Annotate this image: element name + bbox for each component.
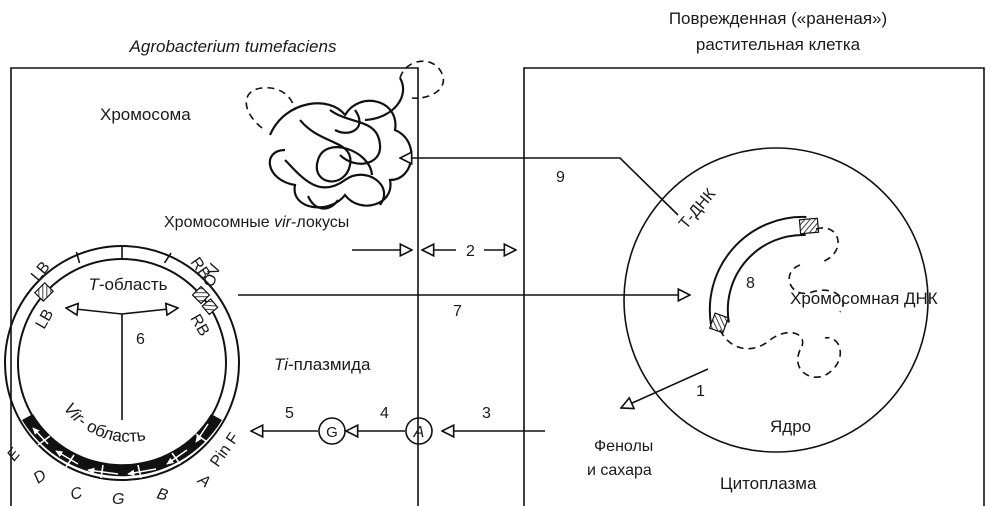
chromosome-dashed-loop [400,61,443,98]
plasmid-branch-lines [66,308,178,420]
t-dna-arc-inner [719,226,806,324]
arrow-9 [400,158,678,215]
plant-cell-title-line1: Поврежденная («раненая») [669,9,887,28]
ti-plasmid-label: Ti-плазмида [274,355,371,374]
vir-gene-g: G [112,491,124,506]
vir-gene-a: A [194,471,213,492]
chromosome-label: Хромосома [100,105,191,124]
chromosome-dashed-end [246,88,295,128]
phenols-line2: и сахара [587,462,652,479]
step-5: 5 [285,405,294,422]
step-4: 4 [380,405,389,422]
vir-loci-label: Хромосомные vir-локусы [164,214,349,231]
step-9: 9 [556,169,565,186]
step-1: 1 [696,383,705,400]
vir-region-label: Vir- область [60,399,147,446]
rb-inner-label: RB [187,312,213,340]
phenols-line1: Фенолы [594,438,653,455]
step-6: 6 [136,331,145,348]
plant-cell-title-line2: растительная клетка [696,35,861,54]
vir-gene-e: E [4,445,24,464]
step-8: 8 [746,275,755,292]
bacterial-chromosome [270,78,412,209]
protein-a-label: A [413,424,425,441]
t-dna-end-box-top [799,218,818,234]
vir-gene-c: C [69,484,85,504]
step-3: 3 [482,405,491,422]
protein-g-label: G [326,424,338,441]
cytoplasm-label: Цитоплазма [720,474,817,493]
vir-gene-b: B [155,485,170,504]
vir-gene-d: D [31,466,51,487]
lb-top-label: LB [28,259,54,285]
t-region-segments [77,246,172,263]
bacterium-title: Agrobacterium tumefaciens [129,37,337,56]
step-2: 2 [466,243,475,260]
chromosomal-dna-label: Хромосомная ДНК [790,289,938,308]
lb-border-box [35,283,53,301]
t-dna-label: Т-ДНК [676,185,720,232]
nucleus-label: Ядро [770,417,811,436]
step-7: 7 [453,303,462,320]
lb-inner-label: LB [33,307,58,332]
t-region-label: T-область [89,275,168,294]
